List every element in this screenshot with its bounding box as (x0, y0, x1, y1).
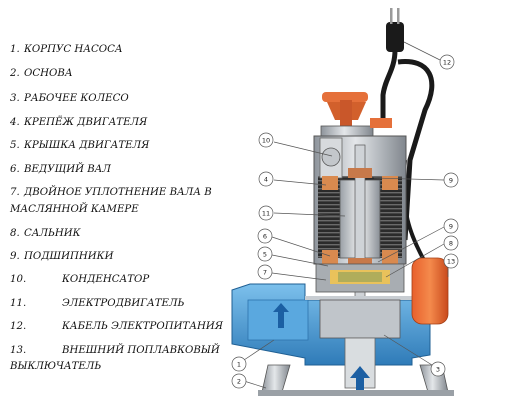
callout-label: 5 (263, 251, 267, 259)
legend-num: 7. (10, 187, 20, 198)
legend-item-11: 11. ЭЛЕКТРОДВИГАТЕЛЬ (10, 297, 184, 310)
legend-item-3: 3. РАБОЧЕЕ КОЛЕСО (10, 92, 129, 105)
legend-text: КРЕПЁЖ ДВИГАТЕЛЯ (24, 117, 148, 128)
legend-text: ПОДШИПНИКИ (24, 251, 114, 262)
legend-text: ВЕДУЩИЙ ВАЛ (24, 164, 111, 175)
legend-item-9: 9. ПОДШИПНИКИ (10, 250, 113, 263)
plug-icon (386, 8, 404, 52)
legend-text: ДВОЙНОЕ УПЛОТНЕНИЕ ВАЛА В (24, 187, 212, 198)
legend-num: 10. (10, 274, 27, 285)
winding-bottom-left (322, 250, 338, 264)
callout-5: 5 (257, 246, 273, 262)
callout-4: 4 (258, 171, 274, 187)
callout-label: 3 (436, 366, 440, 374)
legend-text: МАСЛЯННОЙ КАМЕРЕ (10, 204, 139, 215)
callout-9-bottom: 9 (443, 218, 459, 234)
callout-label: 12 (443, 59, 451, 67)
legend-num: 4. (10, 117, 20, 128)
power-cable (380, 49, 435, 241)
legend-num: 11. (10, 298, 27, 309)
legend-num: 5. (10, 140, 20, 151)
legend-text: САЛЬНИК (24, 228, 81, 239)
legend-text: КАБЕЛЬ ЭЛЕКТРОПИТАНИЯ (62, 321, 224, 332)
callout-label: 10 (262, 137, 270, 145)
impeller (319, 299, 401, 339)
callout-label: 9 (449, 177, 453, 185)
legend-text: КРЫШКА ДВИГАТЕЛЯ (24, 140, 150, 151)
legend-item-1: 1. КОРПУС НАСОСА (10, 43, 123, 56)
legend-num: 1. (10, 44, 20, 55)
legend-item-8: 8. САЛЬНИК (10, 227, 81, 240)
flow-arrow-icon (350, 366, 370, 396)
legend-num: 13. (10, 345, 27, 356)
callout-6: 6 (257, 228, 273, 244)
callout-1: 1 (231, 356, 247, 372)
cable-gland (370, 118, 392, 128)
legend-text: ВЫКЛЮЧАТЕЛЬ (10, 361, 102, 372)
legend-text: ВНЕШНИЙ ПОПЛАВКОВЫЙ (62, 345, 220, 356)
callout-label: 11 (262, 210, 270, 218)
legend-item-12: 12. КАБЕЛЬ ЭЛЕКТРОПИТАНИЯ (10, 320, 223, 333)
flow-arrow-icon (273, 303, 289, 328)
callout-13: 13 (443, 253, 459, 269)
leader-lines (243, 41, 449, 389)
legend-item-13-line2: ВЫКЛЮЧАТЕЛЬ (10, 360, 101, 373)
float-switch (411, 257, 449, 325)
legend-text: КОНДЕНСАТОР (62, 274, 150, 285)
winding-top-left (322, 176, 338, 190)
callout-label: 9 (449, 223, 453, 231)
callout-7: 7 (257, 264, 273, 280)
top-cap (320, 125, 374, 137)
callout-3: 3 (430, 361, 446, 377)
legend-text: ОСНОВА (24, 68, 73, 79)
legend-item-6: 6. ВЕДУЩИЙ ВАЛ (10, 163, 111, 176)
callout-8: 8 (443, 235, 459, 251)
callout-11: 11 (258, 205, 274, 221)
legend-item-10: 10. КОНДЕНСАТОР (10, 273, 149, 286)
callout-12: 12 (439, 54, 455, 70)
callout-9-top: 9 (443, 172, 459, 188)
callout-label: 8 (449, 240, 453, 248)
legend-text: КОРПУС НАСОСА (24, 44, 123, 55)
legend-item-4: 4. КРЕПЁЖ ДВИГАТЕЛЯ (10, 116, 147, 129)
legend-text: РАБОЧЕЕ КОЛЕСО (24, 93, 129, 104)
oil-chamber (315, 263, 405, 293)
legend-text: ЭЛЕКТРОДВИГАТЕЛЬ (62, 298, 185, 309)
legend-num: 2. (10, 68, 20, 79)
legend-num: 8. (10, 228, 20, 239)
legend-num: 3. (10, 93, 20, 104)
callout-10: 10 (258, 132, 274, 148)
callout-label: 6 (263, 233, 267, 241)
legend-item-2: 2. ОСНОВА (10, 67, 73, 80)
winding-bottom-right (382, 250, 398, 264)
handle (322, 92, 368, 128)
winding-top-right (382, 176, 398, 190)
callout-2: 2 (231, 373, 247, 389)
legend-num: 6. (10, 164, 20, 175)
callout-label: 4 (264, 176, 268, 184)
bearing-bottom (348, 258, 372, 268)
legend-item-5: 5. КРЫШКА ДВИГАТЕЛЯ (10, 139, 149, 152)
callout-label: 7 (263, 269, 267, 277)
callout-label: 1 (237, 361, 241, 369)
callout-label: 13 (447, 258, 455, 266)
legend-item-7-line2: МАСЛЯННОЙ КАМЕРЕ (10, 203, 139, 216)
callout-label: 2 (237, 378, 241, 386)
bearing-top (348, 168, 372, 178)
legend-item-7: 7. ДВОЙНОЕ УПЛОТНЕНИЕ ВАЛА В (10, 186, 212, 199)
legend-item-13: 13. ВНЕШНИЙ ПОПЛАВКОВЫЙ (10, 344, 220, 357)
legend-num: 12. (10, 321, 27, 332)
legend-num: 9. (10, 251, 20, 262)
legend: 1. КОРПУС НАСОСА 2. ОСНОВА 3. РАБОЧЕЕ КОЛЕС… (0, 0, 245, 408)
